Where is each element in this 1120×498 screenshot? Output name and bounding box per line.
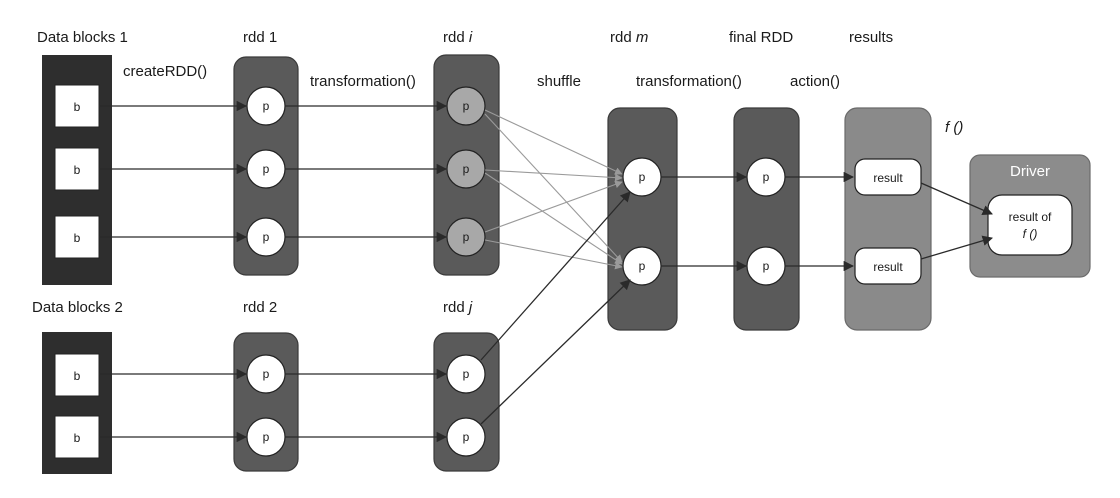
data-blocks-2-label: Data blocks 2	[32, 299, 123, 316]
result-node-1	[854, 158, 922, 196]
shuffle-label: shuffle	[537, 73, 581, 90]
rdd-i-partition-2-label: p	[463, 162, 470, 176]
transformation-label-2: transformation()	[636, 73, 742, 90]
rdd-m-partition-2-label: p	[639, 259, 646, 273]
block-1c-label: b	[74, 231, 81, 245]
edge-result-driver-1	[920, 182, 993, 216]
rdd1-label: rdd 1	[243, 29, 277, 46]
rdd2-label: rdd 2	[243, 299, 277, 316]
edge-shuffle-6	[484, 239, 623, 270]
result-node-1-label: result	[873, 171, 903, 185]
rdd1: p p p	[233, 56, 299, 276]
create-rdd-arrows	[99, 100, 248, 443]
block-2b-label: b	[74, 431, 81, 445]
rddm-label: rdd m	[610, 29, 648, 46]
data-blocks-1: b b b	[42, 55, 112, 285]
final-rdd: p p	[733, 107, 800, 331]
rdd2-partition-2-label: p	[263, 430, 270, 444]
block-1b-label: b	[74, 163, 81, 177]
action-arrows	[661, 171, 993, 272]
final-rdd-partition-1-label: p	[763, 170, 770, 184]
final-rdd-container	[733, 107, 800, 331]
f-label: f ()	[945, 119, 963, 136]
rdd-m-partition-1-label: p	[639, 170, 646, 184]
edge-shuffle-1	[484, 109, 623, 175]
edge-shuffle-5	[484, 180, 623, 233]
rdd1-partition-2-label: p	[263, 162, 270, 176]
rdd-j-partition-2-label: p	[463, 430, 470, 444]
create-rdd-label: createRDD()	[123, 63, 207, 80]
rdd-i-partition-1-label: p	[463, 99, 470, 113]
edge-rddj-rddm-1	[480, 191, 631, 361]
driver-result-node	[987, 194, 1073, 256]
driver-label: Driver	[1010, 163, 1050, 180]
transformation-arrows	[285, 100, 448, 443]
join-arrows	[480, 191, 631, 425]
rddj-label: rdd j	[443, 299, 473, 316]
data-blocks-2: b b	[42, 332, 112, 474]
edge-rddj-rddm-2	[480, 279, 631, 425]
block-1a-label: b	[74, 100, 81, 114]
rdd-m-container	[607, 107, 678, 331]
rdd-m: p p	[607, 107, 678, 331]
rdd-i: p p p	[433, 54, 500, 276]
block-1b	[54, 147, 100, 191]
edge-shuffle-3	[484, 169, 623, 182]
transformation-label-1: transformation()	[310, 73, 416, 90]
driver-result-line-1: result of	[1009, 210, 1052, 224]
edge-shuffle-4	[484, 172, 623, 265]
block-1a	[54, 84, 100, 128]
block-2a-label: b	[74, 369, 81, 383]
rdd2: p p	[233, 332, 299, 472]
rdd-i-partition-3-label: p	[463, 230, 470, 244]
results-container	[844, 107, 932, 331]
rdd2-partition-1-label: p	[263, 367, 270, 381]
rdd-j-partition-1-label: p	[463, 367, 470, 381]
data-blocks-1-label: Data blocks 1	[37, 29, 128, 46]
block-2a	[54, 353, 100, 397]
edge-result-driver-2	[920, 235, 993, 260]
results-group: result result	[844, 107, 932, 331]
rddi-label: rdd i	[443, 29, 473, 46]
results-label: results	[849, 29, 893, 46]
final-rdd-label: final RDD	[729, 29, 793, 46]
rdd-j: p p	[433, 332, 500, 472]
shuffle-arrows	[484, 109, 623, 270]
action-label: action()	[790, 73, 840, 90]
driver-result-line-2: f ()	[1023, 227, 1038, 241]
rdd1-partition-3-label: p	[263, 230, 270, 244]
final-rdd-partition-2-label: p	[763, 259, 770, 273]
result-node-2	[854, 247, 922, 285]
block-1c	[54, 215, 100, 259]
driver-group: Driver result of f ()	[969, 154, 1091, 278]
block-2b	[54, 415, 100, 459]
rdd1-partition-1-label: p	[263, 99, 270, 113]
edge-shuffle-2	[484, 113, 623, 263]
result-node-2-label: result	[873, 260, 903, 274]
